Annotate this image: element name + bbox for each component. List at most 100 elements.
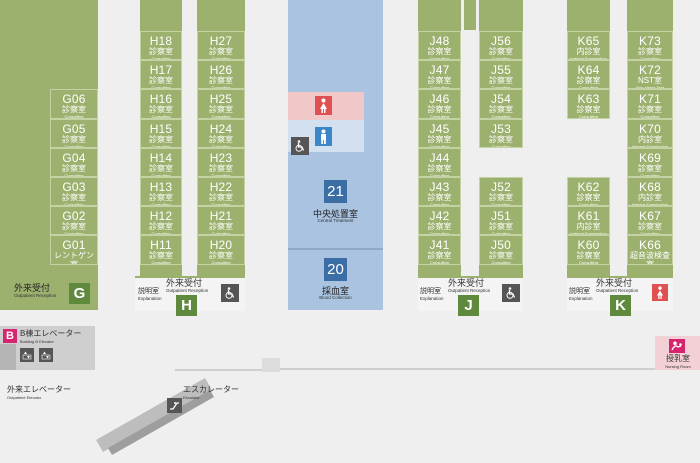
b-elevator-icon-2[interactable] bbox=[39, 348, 53, 362]
room-name-en: Consulting bbox=[151, 260, 171, 265]
room-code: K72 bbox=[639, 63, 661, 78]
j-wheelchair-icon bbox=[502, 284, 520, 302]
room-name-en: Consulting bbox=[211, 202, 231, 207]
nursing-room-icon bbox=[669, 339, 685, 353]
unlabeled-area bbox=[567, 147, 610, 177]
room-code: K63 bbox=[577, 92, 600, 107]
h-explain-label: 説明室 Explanation bbox=[138, 288, 162, 301]
wheelchair-restroom-icon bbox=[291, 137, 309, 155]
room-code: K66 bbox=[639, 238, 661, 253]
j-reception-label: 外来受付 Outpatient Reception bbox=[448, 278, 491, 293]
room-code: H15 bbox=[149, 121, 173, 136]
room-name: 診察室 bbox=[638, 163, 662, 173]
h-wheelchair-icon bbox=[221, 284, 239, 302]
escalator-icon[interactable] bbox=[167, 398, 182, 413]
unlabeled-area bbox=[479, 147, 523, 177]
room-name-en: Consulting bbox=[211, 231, 231, 236]
room-name-en: Internal Examination bbox=[631, 202, 669, 207]
room-name-en: Consulting bbox=[491, 231, 511, 236]
room-name: 診察室 bbox=[62, 163, 86, 173]
room-name: 診察室 bbox=[62, 193, 86, 202]
room-name: 超音波検査室 bbox=[630, 251, 670, 263]
room-g01[interactable]: G01レントゲン室X-ray bbox=[50, 235, 98, 265]
room-code: H16 bbox=[149, 92, 173, 107]
room-name: 内診室 bbox=[638, 193, 662, 202]
room-name: 診察室 bbox=[149, 222, 173, 232]
room-20-number: 20 bbox=[324, 258, 347, 281]
room-name-en: Consulting bbox=[430, 202, 449, 207]
room-k66[interactable]: K66超音波検査室Ultrasonography bbox=[627, 235, 673, 265]
block-letter-h: H bbox=[176, 295, 197, 316]
room-name-en: Consulting bbox=[430, 231, 449, 236]
room-name: 診察室 bbox=[62, 134, 86, 144]
room-code: K60 bbox=[577, 238, 600, 253]
b-building-letter: B bbox=[3, 329, 17, 343]
room-code: J48 bbox=[429, 34, 450, 48]
room-name-en: Internal Examination bbox=[631, 143, 669, 148]
room-21[interactable]: 21 中央処置室 Central Treatment bbox=[288, 152, 383, 248]
room-code: H12 bbox=[149, 209, 173, 224]
room-20[interactable]: 20 採血室 Blood Collection bbox=[288, 250, 383, 310]
room-name: 診察室 bbox=[209, 76, 233, 86]
room-code: G02 bbox=[62, 209, 86, 224]
room-code: J43 bbox=[429, 180, 450, 194]
room-name-en: Consulting bbox=[211, 85, 231, 90]
room-code: H20 bbox=[209, 238, 233, 253]
block-j-divider bbox=[464, 0, 476, 30]
b-elevator-icon-1[interactable] bbox=[20, 348, 34, 362]
room-code: G04 bbox=[62, 150, 86, 165]
room-name: NST室 bbox=[638, 76, 662, 86]
room-name: 診察室 bbox=[576, 251, 601, 261]
room-code: K67 bbox=[639, 209, 661, 224]
